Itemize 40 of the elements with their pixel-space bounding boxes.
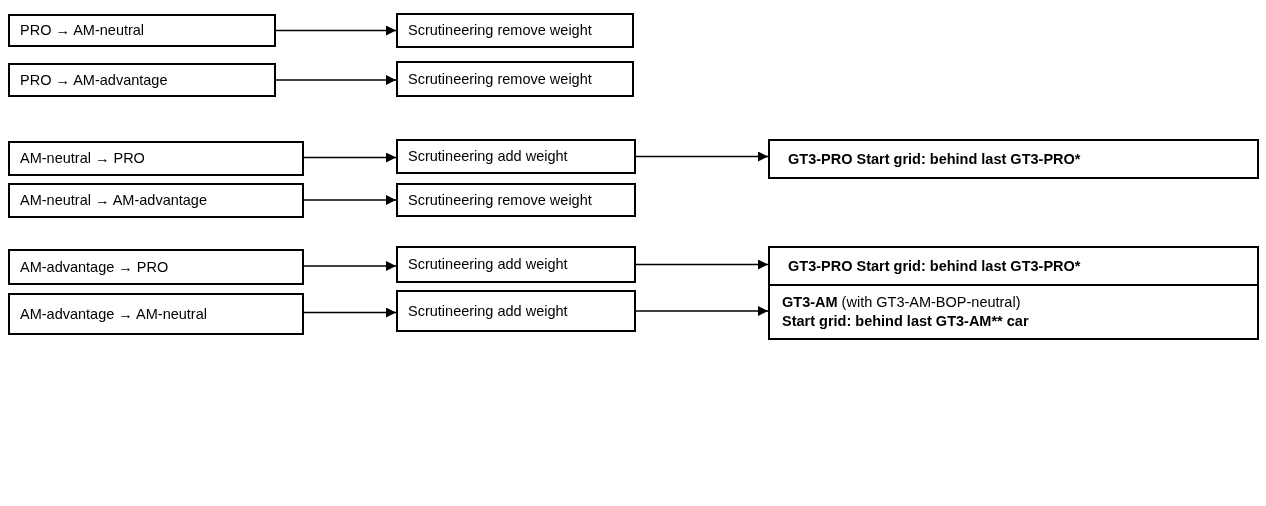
process-box: [8, 293, 304, 335]
process-box: [8, 183, 304, 218]
arrow: [303, 195, 397, 205]
arrow: [635, 259, 769, 270]
box-text: GT3-PRO Start grid: behind last GT3-PRO*: [788, 149, 1082, 169]
arrow: [275, 75, 397, 85]
arrow: [303, 261, 397, 271]
arrow: [303, 152, 397, 163]
process-box: [396, 290, 636, 332]
process-box: [8, 14, 276, 47]
process-box: [768, 246, 1259, 286]
process-box: [768, 284, 1259, 340]
box-text: Scrutineering remove weight: [408, 190, 593, 210]
box-text: PRO → AM-advantage: [20, 70, 169, 90]
box-text: Start grid: behind last GT3-AM** car: [782, 312, 1030, 331]
box-text: Scrutineering add weight: [408, 255, 569, 274]
process-box: [396, 13, 634, 48]
process-box: [396, 139, 636, 174]
process-box: [396, 183, 636, 217]
box-text: Scrutineering remove weight: [408, 21, 593, 40]
box-text: AM-neutral → PRO: [20, 149, 146, 168]
box-text: Scrutineering add weight: [408, 147, 569, 166]
box-text: AM-advantage → PRO: [20, 257, 170, 277]
box-text: AM-neutral → AM-advantage: [20, 191, 208, 210]
process-box: [8, 63, 276, 97]
box-text: PRO → AM-neutral: [20, 21, 146, 40]
arrow: [635, 306, 769, 316]
box-text: GT3-AM (with GT3-AM-BOP-neutral): [782, 293, 1022, 312]
process-box: [8, 141, 304, 176]
process-box: [768, 139, 1259, 179]
arrow: [303, 307, 397, 318]
process-box: [396, 61, 634, 97]
box-text: GT3-PRO Start grid: behind last GT3-PRO*: [788, 256, 1082, 276]
arrow: [635, 151, 769, 162]
arrow: [275, 25, 397, 36]
box-text: Scrutineering remove weight: [408, 69, 593, 89]
box-text: Scrutineering add weight: [408, 301, 569, 321]
process-box: [8, 249, 304, 285]
process-box: [396, 246, 636, 283]
box-text: AM-advantage → AM-neutral: [20, 304, 208, 324]
